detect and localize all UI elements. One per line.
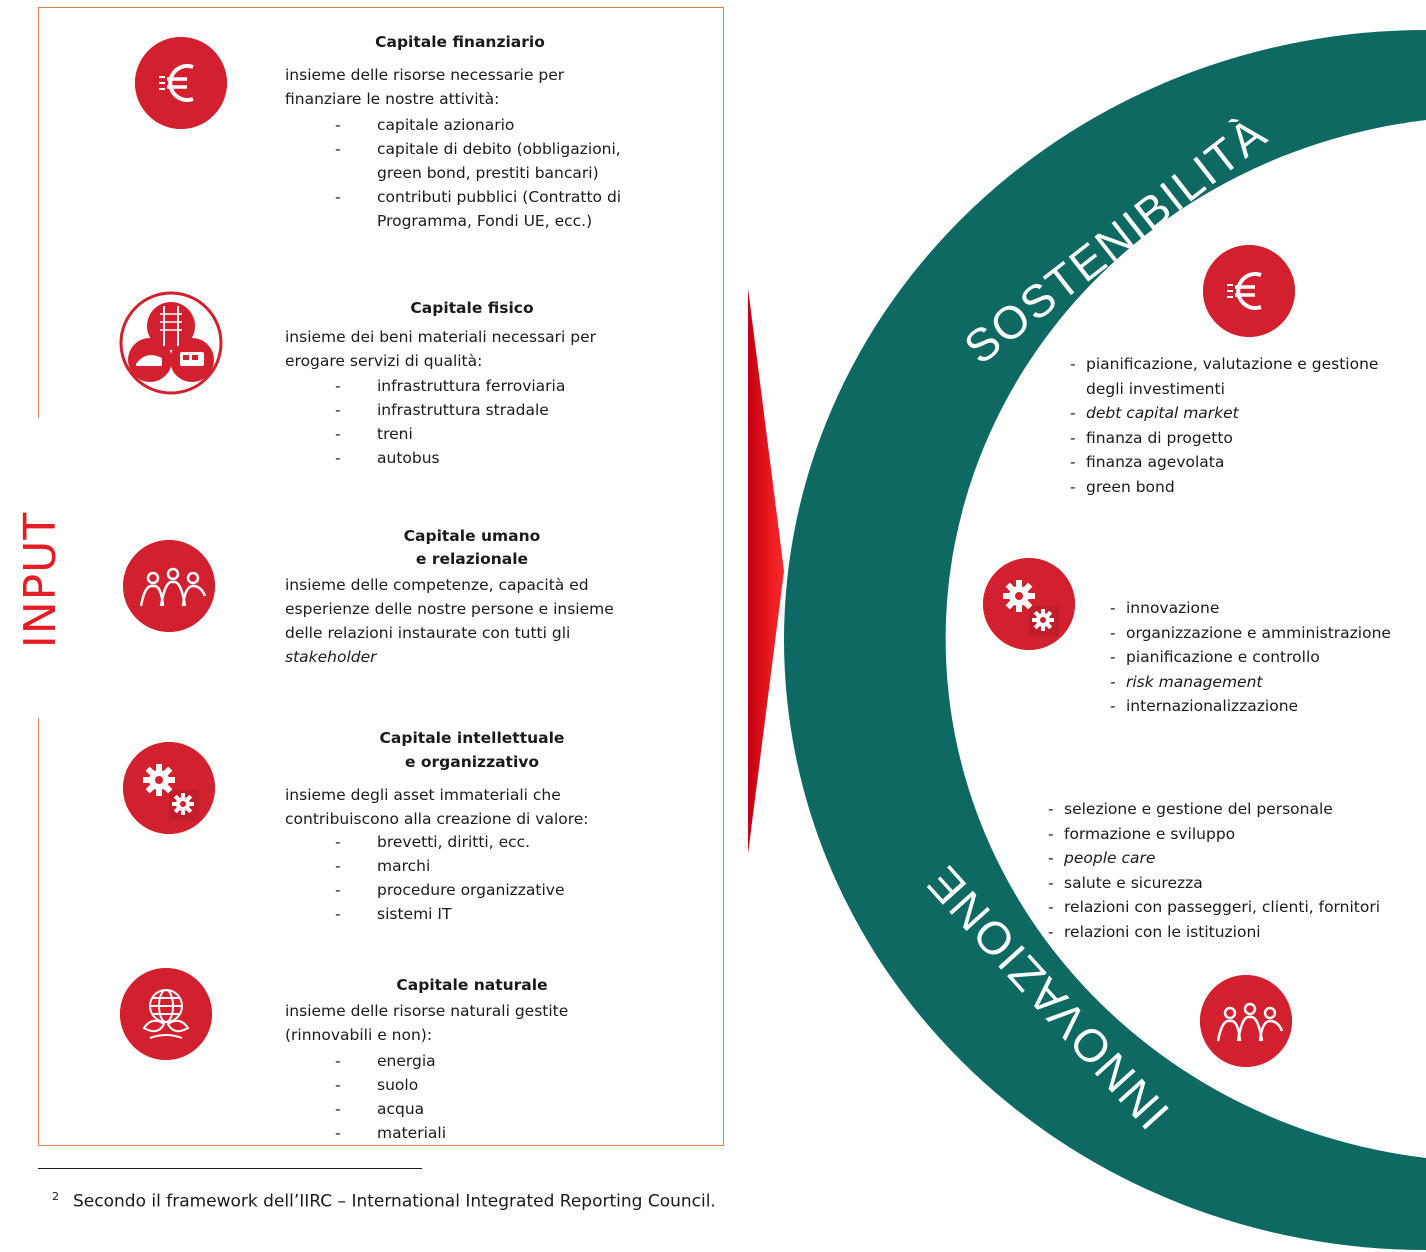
list-item: salute e sicurezza — [1048, 871, 1426, 896]
list-item: sistemi IT — [335, 902, 677, 926]
list-item: treni — [335, 422, 677, 446]
input-label-mask — [30, 418, 48, 718]
capital-financial-desc: insieme delle risorse necessarie per fin… — [285, 66, 565, 108]
red-arrow — [748, 288, 784, 854]
people-activities-list: selezione e gestione del personale forma… — [1048, 797, 1426, 944]
capital-intellectual-title-line1: Capitale intellettuale — [379, 729, 565, 747]
capital-physical-title: Capitale fisico — [410, 299, 534, 317]
list-item: finanza agevolata — [1070, 450, 1410, 475]
footnote-rule — [38, 1168, 422, 1169]
list-item: marchi — [335, 854, 677, 878]
list-item: capitale azionario — [335, 113, 677, 137]
capital-human-desc-text: insieme delle competenze, capacità ed es… — [285, 576, 614, 642]
capital-physical-list: infrastruttura ferroviaria infrastruttur… — [335, 374, 677, 470]
list-item: green bond — [1070, 475, 1410, 500]
list-item: capitale di debito (obbligazioni, green … — [335, 137, 647, 185]
capital-human-desc: insieme delle competenze, capacità ed es… — [285, 573, 645, 669]
rail-road-train-bus-icon — [118, 290, 224, 396]
capital-intellectual-title-line2: e organizzativo — [404, 753, 540, 771]
footnote-text: Secondo il framework dell’IIRC – Interna… — [73, 1191, 716, 1212]
list-item: suolo — [335, 1073, 677, 1097]
list-item: pianificazione e controllo — [1110, 645, 1426, 670]
capital-human-title-line2: e relazionale — [415, 550, 529, 568]
finance-activities-list: pianificazione, valutazione e gestione d… — [1070, 352, 1410, 499]
people-icon — [1200, 975, 1292, 1067]
input-label: INPUT — [14, 511, 66, 649]
list-item: people care — [1048, 846, 1426, 871]
list-item: relazioni con le istituzioni — [1048, 920, 1426, 945]
list-item: procedure organizzative — [335, 878, 677, 902]
list-item: infrastruttura stradale — [335, 398, 677, 422]
list-item: energia — [335, 1049, 677, 1073]
list-item: acqua — [335, 1097, 677, 1121]
capital-natural-list: energia suolo acqua materiali — [335, 1049, 677, 1145]
list-item: infrastruttura ferroviaria — [335, 374, 677, 398]
capital-natural-desc: insieme delle risorse naturali gestite (… — [285, 1002, 569, 1044]
list-item: contributi pubblici (Contratto di Progra… — [335, 185, 647, 233]
euro-icon — [135, 37, 227, 129]
list-item: selezione e gestione del personale — [1048, 797, 1426, 822]
footnote: 2 Secondo il framework dell’IIRC – Intern… — [52, 1190, 716, 1212]
list-item: pianificazione, valutazione e gestione d… — [1070, 352, 1410, 401]
capital-human-title-line1: Capitale umano — [403, 527, 541, 545]
list-item: materiali — [335, 1121, 677, 1145]
value-ring: SOSTENIBILITÀ INNOVAZIONE — [784, 30, 1426, 1250]
footnote-number: 2 — [52, 1190, 59, 1203]
capital-intellectual-list: brevetti, diritti, ecc. marchi procedure… — [335, 830, 677, 926]
gears-icon — [983, 558, 1075, 650]
list-item: brevetti, diritti, ecc. — [335, 830, 677, 854]
capital-intellectual-desc: insieme degli asset immateriali che cont… — [285, 786, 589, 828]
capital-natural-title: Capitale naturale — [396, 976, 548, 994]
list-item: formazione e sviluppo — [1048, 822, 1426, 847]
gears-icon — [123, 742, 215, 834]
capital-financial-title: Capitale finanziario — [375, 33, 545, 51]
capital-physical-desc: insieme dei beni materiali necessari per… — [285, 328, 596, 370]
list-item: relazioni con passeggeri, clienti, forni… — [1048, 895, 1426, 920]
list-item: debt capital market — [1070, 401, 1410, 426]
people-icon — [123, 540, 215, 632]
list-item: internazionalizzazione — [1110, 694, 1426, 719]
list-item: innovazione — [1110, 596, 1426, 621]
globe-leaf-icon — [120, 968, 212, 1060]
list-item: autobus — [335, 446, 677, 470]
organization-activities-list: innovazione organizzazione e amministraz… — [1110, 596, 1426, 719]
capital-human-desc-italic: stakeholder — [285, 648, 377, 666]
euro-icon — [1203, 245, 1295, 337]
capital-financial-list: capitale azionario capitale di debito (o… — [335, 113, 677, 233]
list-item: risk management — [1110, 670, 1426, 695]
list-item: finanza di progetto — [1070, 426, 1410, 451]
list-item: organizzazione e amministrazione — [1110, 621, 1426, 646]
